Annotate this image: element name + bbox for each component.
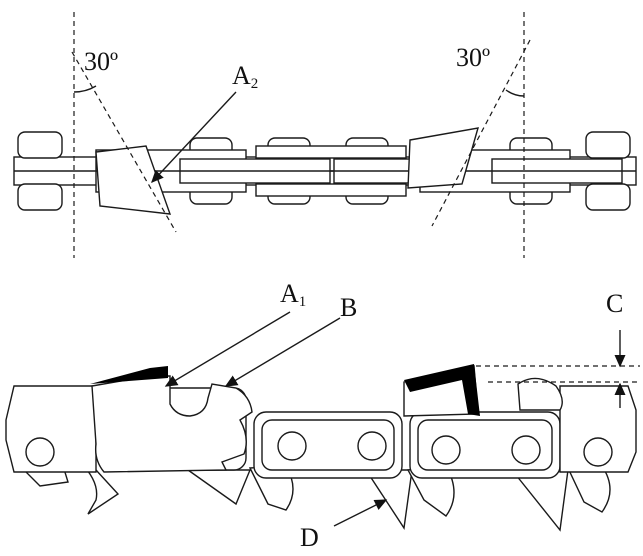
label-d: D [300, 523, 319, 552]
label-b: B [340, 293, 357, 322]
right-cutter-edge [404, 364, 480, 416]
arrow-a2 [151, 91, 237, 184]
top-view: 30º 30º A2 [13, 12, 637, 258]
depth-gauge [517, 377, 563, 411]
right-angle-guide [431, 39, 531, 227]
left-angle-label: 30º [84, 47, 118, 76]
top-links [95, 145, 623, 197]
right-angle-arc [505, 89, 525, 97]
label-a2: A2 [232, 61, 258, 92]
side-view: A1 B C D [5, 279, 640, 552]
left-cutter-edge [90, 366, 168, 384]
left-angle-guide [71, 51, 177, 233]
arrow-b [224, 317, 341, 387]
label-c: C [606, 289, 623, 318]
left-angle-arc [73, 85, 97, 93]
left-cutter-top [95, 145, 172, 215]
arrow-a1 [164, 311, 291, 387]
left-cutter-side [91, 375, 253, 473]
arrow-d [333, 499, 388, 527]
label-a1: A1 [280, 279, 306, 310]
right-angle-label: 30º [456, 43, 490, 72]
right-cutter-top [407, 127, 479, 189]
